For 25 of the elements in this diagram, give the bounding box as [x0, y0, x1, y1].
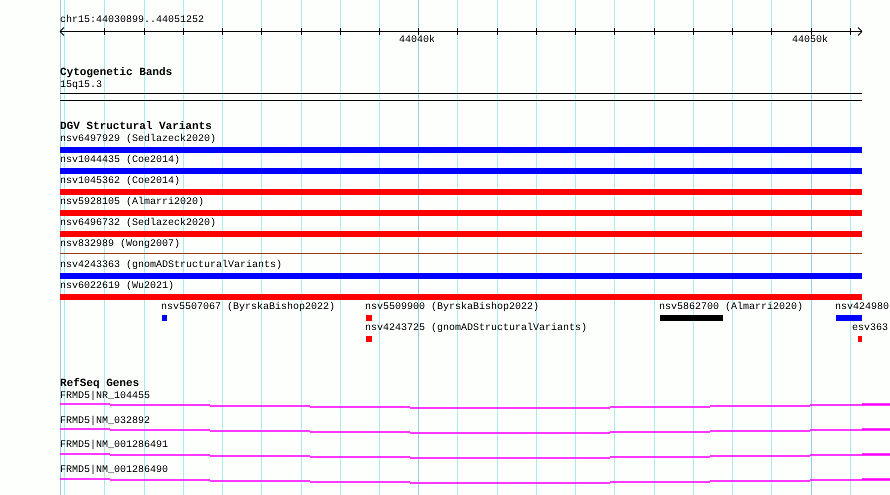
track-heading: Cytogenetic Bands — [60, 67, 172, 79]
feature-label: nsv5509900 (ByrskaBishop2022) — [365, 302, 540, 314]
feature-label: nsv832989 (Wong2007) — [60, 239, 180, 251]
feature-label: nsv1044435 (Coe2014) — [60, 155, 180, 167]
feature-label: nsv5507067 (ByrskaBishop2022) — [161, 302, 336, 314]
track-label: 15q15.3 — [60, 80, 102, 92]
track-heading: DGV Structural Variants — [60, 121, 212, 133]
gene-label: FRMD5|NR_104455 — [60, 391, 150, 403]
gene-label: FRMD5|NM_001286490 — [60, 465, 168, 477]
gene-label: FRMD5|NM_032892 — [60, 416, 150, 428]
feature-label: nsv5928105 (Almarri2020) — [60, 197, 204, 209]
feature-label: nsv6497929 (Sedlazeck2020) — [60, 134, 216, 146]
coordinate-range: chr15:44030899..44051252 — [60, 15, 204, 27]
feature-label: nsv4243725 (gnomADStructuralVariants) — [365, 323, 588, 335]
track-heading: RefSeq Genes — [60, 378, 140, 390]
feature-label: nsv5862700 (Almarri2020) — [659, 302, 804, 314]
feature-label: nsv4243363 (gnomADStructuralVariants) — [60, 260, 282, 272]
gene-label: FRMD5|NM_001286491 — [60, 440, 168, 452]
feature-label: nsv424980 — [835, 302, 890, 314]
feature-label: nsv6496732 (Sedlazeck2020) — [60, 218, 216, 230]
feature-label: nsv6022619 (Wu2021) — [60, 281, 174, 293]
tick-label: 44050k — [792, 35, 828, 47]
feature-label: esv363 — [852, 323, 888, 335]
feature-label: nsv1045362 (Coe2014) — [60, 176, 180, 188]
tick-label: 44040k — [399, 35, 436, 47]
